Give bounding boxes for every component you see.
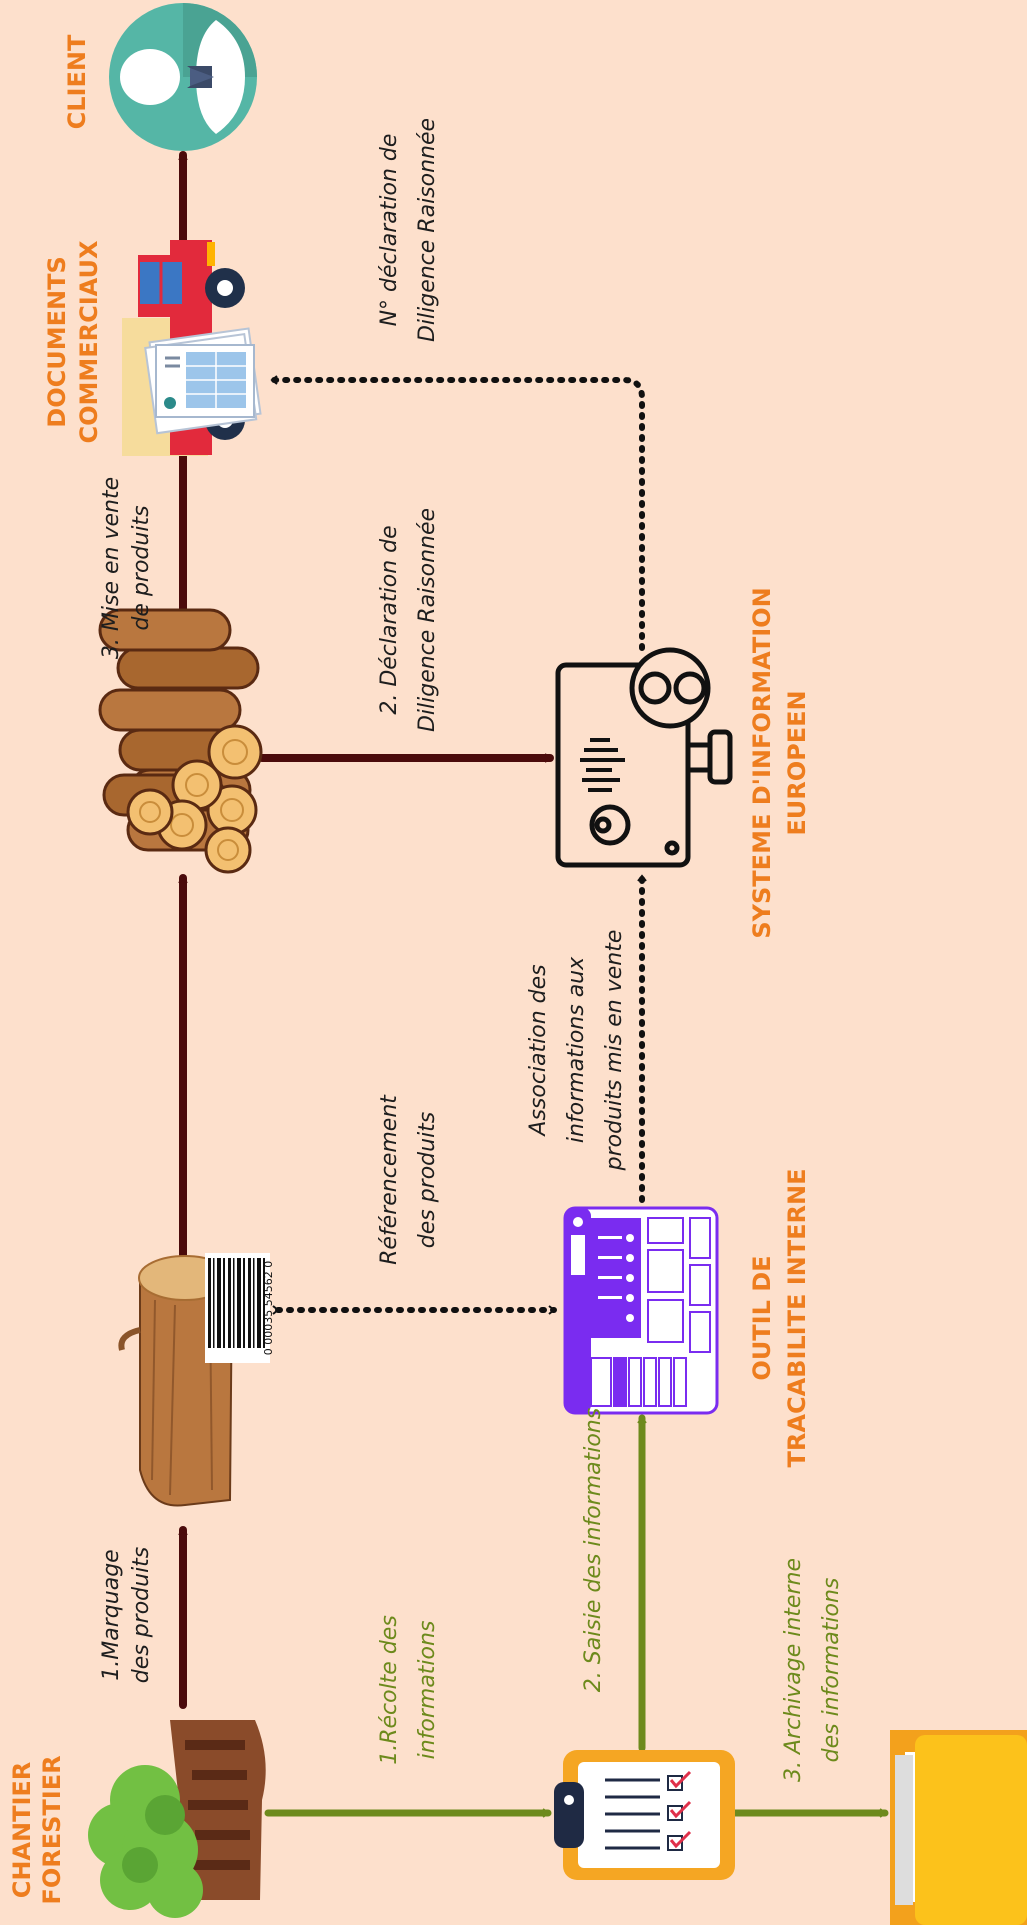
- documents-line-2: COMMERCIAUX: [75, 240, 103, 444]
- systeme-line-2: EUROPEEN: [783, 690, 811, 835]
- label-mise-en-vente: 3. Mise en vente de produits: [99, 477, 154, 659]
- dark-arrows: [178, 151, 554, 1709]
- chantier-line-1: CHANTIER: [8, 1762, 36, 1899]
- dotted-arrows: [269, 375, 647, 1315]
- label-chantier-forestier: CHANTIER FORESTIER: [8, 1755, 66, 1904]
- tree-stump-icon: [88, 1720, 266, 1918]
- label-archivage: 3. Archivage interne des informations: [781, 1558, 844, 1782]
- documents-line-1: DOCUMENTS: [43, 256, 71, 427]
- referencement-line-1: Référencement: [377, 1094, 402, 1265]
- label-saisie: 2. Saisie des informations: [581, 1408, 606, 1692]
- label-association: Association des informations aux produit…: [526, 930, 627, 1172]
- label-client: CLIENT: [63, 34, 91, 129]
- client-avatar-icon: [109, 3, 257, 151]
- stump-barcode-icon: 0 00035 54562 0: [118, 1253, 275, 1507]
- archivage-line-1: 3. Archivage interne: [781, 1558, 806, 1782]
- label-outil: OUTIL DE TRACABILITE INTERNE: [748, 1169, 811, 1468]
- logs-icon: [98, 608, 263, 874]
- label-systeme: SYSTEME D'INFORMATION EUROPEEN: [748, 587, 811, 938]
- clipboard-icon: [554, 1750, 735, 1880]
- label-documents: DOCUMENTS COMMERCIAUX: [43, 240, 103, 444]
- tracking-app-icon: [563, 1206, 719, 1415]
- recolte-line-2: informations: [415, 1621, 440, 1760]
- declaration-line-2: Diligence Raisonnée: [415, 508, 440, 732]
- label-declaration: 2. Déclaration de Diligence Raisonnée: [377, 508, 440, 732]
- label-numero-declaration: N° déclaration de Diligence Raisonnée: [377, 118, 440, 342]
- saisie-text: 2. Saisie des informations: [581, 1408, 606, 1692]
- marquage-line-2: des produits: [129, 1547, 154, 1684]
- label-recolte: 1.Récolte des informations: [377, 1615, 440, 1765]
- recolte-line-1: 1.Récolte des: [377, 1615, 402, 1765]
- association-line-3: produits mis en vente: [602, 930, 627, 1172]
- declaration-line-1: 2. Déclaration de: [377, 525, 402, 714]
- association-line-1: Association des: [526, 964, 551, 1137]
- association-line-2: informations aux: [564, 956, 589, 1143]
- mise-line-1: 3. Mise en vente: [99, 477, 124, 659]
- numero-line-1: N° déclaration de: [377, 134, 402, 327]
- barcode-number: 0 00035 54562 0: [262, 1261, 275, 1355]
- green-arrows: [264, 1414, 889, 1818]
- arrow-numero-declaration: [269, 375, 645, 651]
- label-referencement: Référencement des produits: [377, 1094, 440, 1265]
- numero-line-2: Diligence Raisonnée: [415, 118, 440, 342]
- label-marquage: 1.Marquage des produits: [99, 1547, 154, 1684]
- mise-line-2: de produits: [129, 505, 154, 630]
- folder-icon: [890, 1730, 1027, 1925]
- outil-line-1: OUTIL DE: [748, 1255, 776, 1380]
- client-text: CLIENT: [63, 34, 91, 129]
- chantier-line-2: FORESTIER: [38, 1755, 66, 1904]
- marquage-line-1: 1.Marquage: [99, 1549, 124, 1680]
- systeme-line-1: SYSTEME D'INFORMATION: [748, 587, 776, 938]
- archivage-line-2: des informations: [819, 1578, 844, 1763]
- outil-line-2: TRACABILITE INTERNE: [783, 1169, 811, 1468]
- referencement-line-2: des produits: [415, 1112, 440, 1249]
- radar-device-icon: [555, 647, 733, 868]
- truck-documents-icon: [122, 240, 262, 456]
